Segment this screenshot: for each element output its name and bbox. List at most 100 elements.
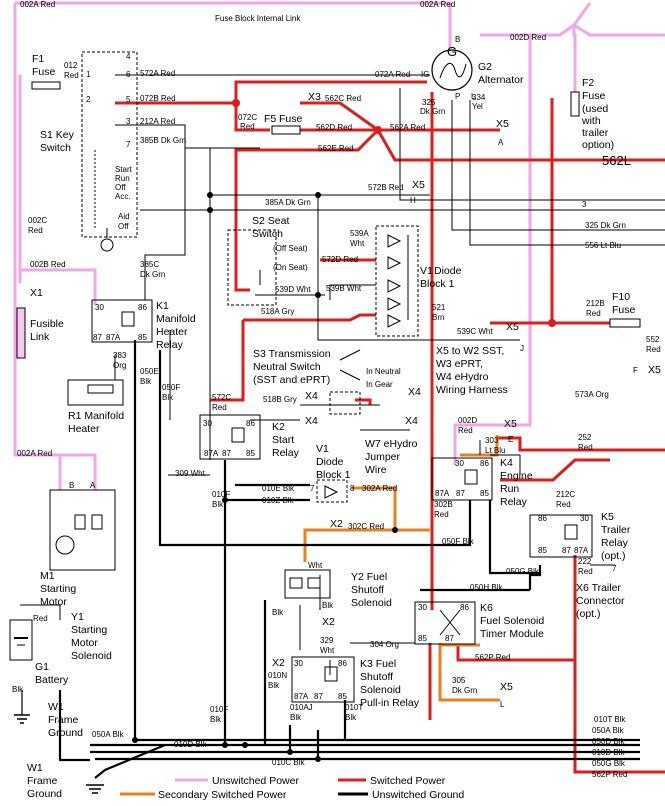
- s2-off-seat: (Off Seat): [273, 244, 308, 253]
- k2-name2: Relay: [272, 447, 300, 459]
- wire-552: 552: [646, 335, 660, 344]
- f5-id: F5: [264, 113, 276, 125]
- y2-l2: Solenoid: [351, 597, 392, 609]
- harness-l1: X5 to W2 SST,: [436, 345, 504, 357]
- conn-pin-e: E: [508, 435, 513, 444]
- f1-id: F1: [32, 53, 44, 65]
- k1-pin87a: 87A: [106, 333, 121, 342]
- k5-pin87: 87: [562, 546, 571, 555]
- wire-002a-right: 002A Red: [420, 0, 455, 9]
- wire-562c: 562C Red: [325, 94, 361, 103]
- k5-id: K5: [601, 511, 614, 523]
- pin-2: 2: [86, 95, 91, 104]
- fuse-f2-symbol: [570, 91, 580, 117]
- pin-1: 1: [86, 70, 91, 79]
- s3-line3: (SST and ePRT): [253, 374, 330, 386]
- r1-id: R1 Manifold: [68, 410, 124, 422]
- conn-x5-e: X5: [504, 418, 517, 430]
- y1-l3: Solenoid: [71, 650, 112, 662]
- neutral-switch-s3-symbol: [329, 349, 361, 415]
- k3-l2: Solenoid: [360, 684, 401, 696]
- m1-pin-b: B: [69, 481, 74, 490]
- fuse-f5-symbol: [271, 125, 301, 135]
- k6-l2: Timer Module: [480, 628, 544, 640]
- wire-050d-right: 050D Blk: [592, 737, 625, 746]
- wire-539a: 539A: [350, 229, 369, 238]
- wire-010f-bottom-color: Blk: [210, 715, 222, 724]
- wire-010t-right: 010T Blk: [594, 715, 626, 724]
- wire-002a-left: 002A Red: [20, 0, 55, 9]
- wire-385b: 385B Dk Grn: [140, 136, 186, 145]
- wire-334: 334: [472, 93, 486, 102]
- f2-note1: (used: [582, 103, 608, 115]
- k2-pin86: 86: [246, 419, 255, 428]
- k6-pin30: 30: [418, 603, 427, 612]
- fusible-line1: Fusible: [30, 318, 64, 330]
- legend: [120, 778, 368, 796]
- k4-pin85: 85: [480, 489, 489, 498]
- k3-pin87a: 87A: [294, 692, 309, 701]
- harness-l2: W3 ePRT,: [436, 358, 483, 370]
- conn-x5-h: X5: [412, 179, 425, 191]
- timer-module-k6-symbol: [414, 601, 476, 645]
- w1a-name2: Ground: [48, 727, 83, 739]
- y2-id: Y2 Fuel: [351, 571, 387, 583]
- diode-block-v1-bottom: [316, 479, 348, 503]
- w1b-id: W1: [27, 762, 43, 774]
- wire-002d-color: Red: [458, 426, 473, 435]
- v1-top-id: V1: [420, 265, 433, 277]
- pin-5: 5: [126, 95, 131, 104]
- k1-l1: Manifold: [156, 313, 196, 325]
- wire-050a-right: 050A Blk: [592, 726, 625, 735]
- wire-010t: 010T: [345, 703, 363, 712]
- k2-name: Start: [272, 434, 294, 446]
- wire-002b: 002B Red: [30, 260, 66, 269]
- f5-name: Fuse: [279, 113, 303, 125]
- ground-wires: [58, 340, 640, 779]
- wire-252: 252: [578, 433, 592, 442]
- y1-id: Y1: [71, 611, 84, 623]
- fuel-solenoid-y2-symbol: [284, 569, 331, 599]
- k4-l2: Run: [500, 483, 519, 495]
- wire-303: 303: [485, 436, 499, 445]
- conn-x5-f: X5: [648, 364, 661, 376]
- conn-x2-b: X2: [322, 616, 335, 628]
- k5-l2: Relay: [601, 537, 629, 549]
- k4-l1: Engine: [500, 470, 533, 482]
- legend-secondary: Secondary Switched Power: [158, 789, 287, 801]
- f10-name: Fuse: [612, 304, 636, 316]
- starting-motor-m1-symbol: [49, 489, 116, 571]
- wire-556: 556 Lt Blu: [585, 241, 621, 250]
- wire-010d-right: 010D Blk: [592, 748, 625, 757]
- k5-l3: (opt.): [601, 550, 626, 562]
- conn-pin-7: 7: [612, 564, 617, 573]
- wire-518a: 518A Gry: [261, 307, 294, 316]
- harness-l4: Wiring Harness: [436, 384, 508, 396]
- x6-l1: X6 Trailer: [576, 582, 621, 594]
- fuse-block-link-label: Fuse Block Internal Link: [215, 14, 301, 23]
- g1-name: Battery: [35, 674, 69, 686]
- conn-x5-a: X5: [496, 118, 509, 130]
- relay-k1-symbol: [91, 299, 153, 343]
- s1-pos-off2: Off: [118, 222, 129, 231]
- schematic-text: 002A Red 002A Red Fuse Block Internal Li…: [12, 0, 661, 801]
- s3-line2: Neutral Switch: [253, 361, 321, 373]
- g2-id: G2: [478, 61, 492, 73]
- conn-x4-a: X4: [305, 390, 318, 402]
- k1-id: K1: [156, 300, 169, 312]
- s2-id: S2 Seat: [252, 215, 289, 227]
- w1b-name2: Ground: [27, 788, 62, 800]
- wire-002c-color: Red: [28, 226, 43, 235]
- wire-383: 383: [113, 351, 127, 360]
- wire-212c-color: Red: [556, 500, 571, 509]
- k3-l3: Pull-in Relay: [360, 697, 420, 709]
- wire-385c-color: Dk Grn: [140, 270, 165, 279]
- wire-325-color: Dk Grn: [420, 107, 445, 116]
- wire-050e: 050E: [140, 367, 159, 376]
- k1-pin87: 87: [93, 333, 102, 342]
- k3-pin85: 85: [338, 692, 347, 701]
- x6-l3: (opt.): [576, 608, 601, 620]
- w7-l2: Jumper: [365, 451, 401, 463]
- y1-l2: Motor: [71, 637, 98, 649]
